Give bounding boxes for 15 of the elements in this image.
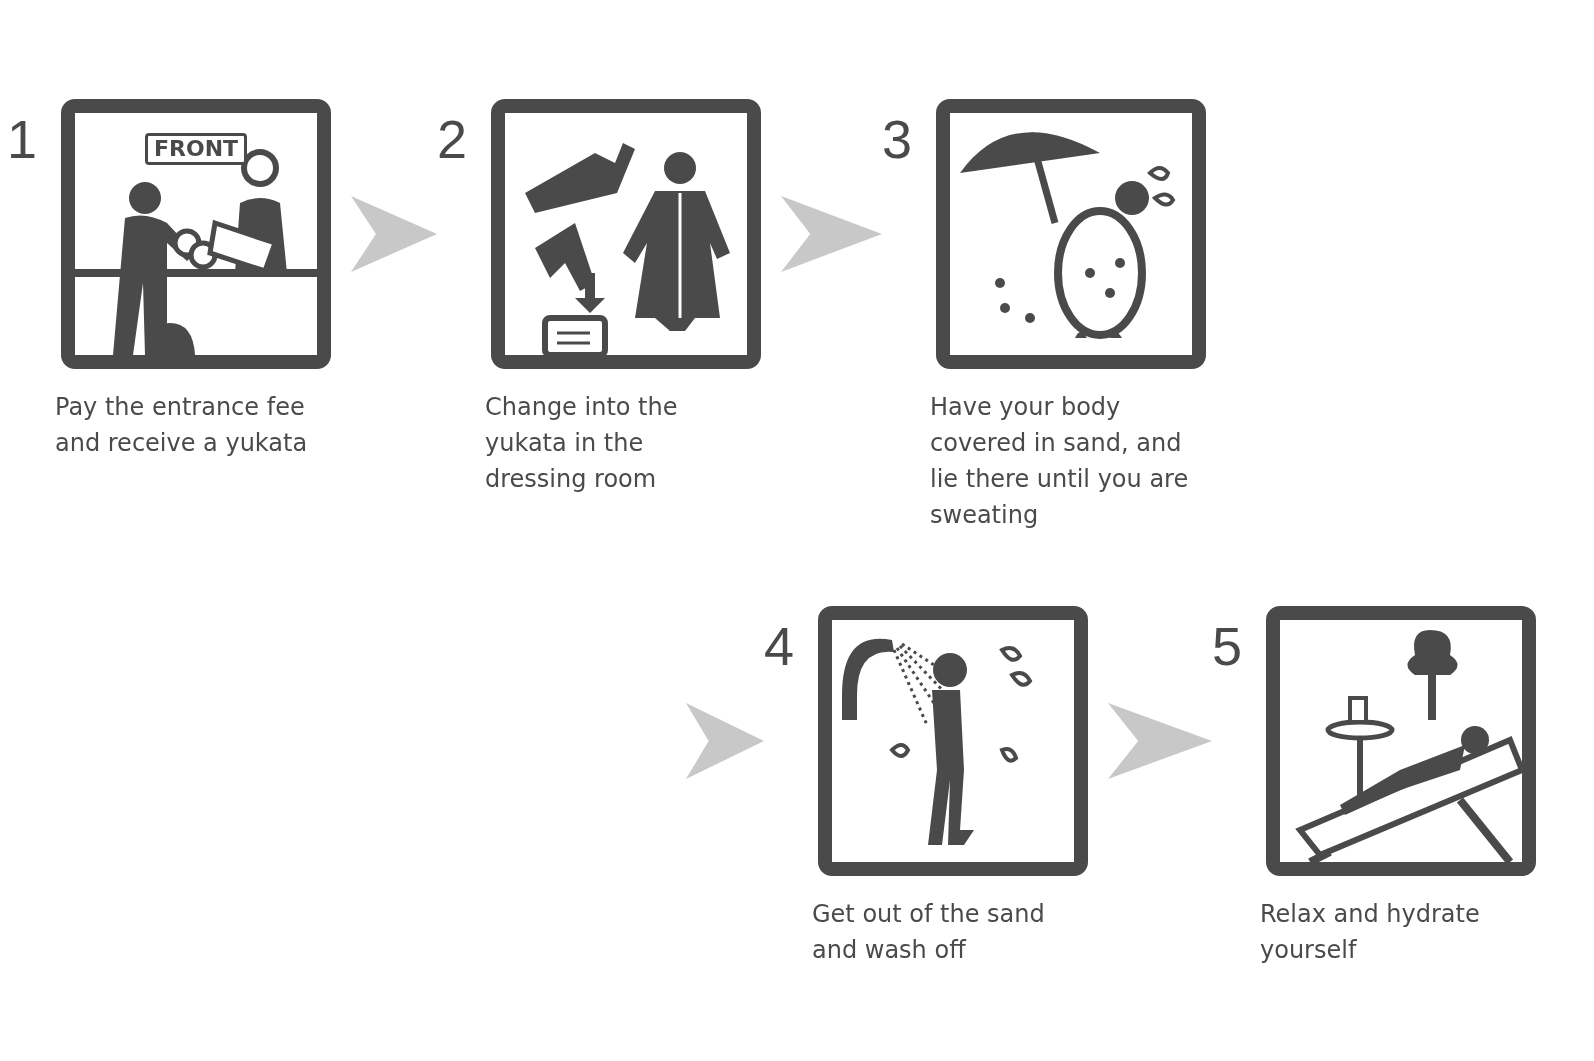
step-number: 2 bbox=[437, 111, 468, 167]
chevron-arrow bbox=[781, 196, 882, 272]
sign-text: FRONT bbox=[145, 133, 248, 165]
step-caption: Get out of the sand and wash off bbox=[812, 899, 1046, 966]
step-number: 5 bbox=[1212, 618, 1243, 674]
step-caption: Change into the yukata in the dressing room bbox=[485, 392, 679, 495]
step-caption: Pay the entrance fee and receive a yukata bbox=[55, 392, 309, 459]
chevron-arrow bbox=[686, 703, 764, 779]
step-number: 1 bbox=[7, 111, 38, 167]
step-caption: Relax and hydrate yourself bbox=[1260, 899, 1481, 966]
step-number: 3 bbox=[882, 111, 913, 167]
chevron-arrow bbox=[1108, 703, 1212, 779]
step-number: 4 bbox=[764, 618, 795, 674]
step-caption: Have your body covered in sand, and lie there until you are sweating bbox=[930, 392, 1190, 531]
chevron-arrow bbox=[351, 196, 437, 272]
